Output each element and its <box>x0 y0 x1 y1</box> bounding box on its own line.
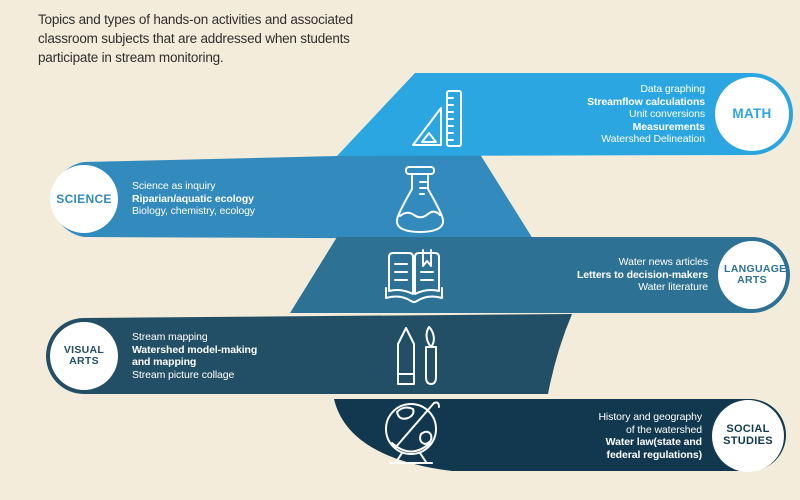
visual-arts-subject-label: VISUAL ARTS <box>63 343 105 367</box>
intro-caption: Topics and types of hands-on activities … <box>38 10 353 67</box>
intro-line-3: participate in stream monitoring. <box>38 50 224 65</box>
list-item: Water literature <box>638 281 708 294</box>
science-subject-badge: SCIENCE <box>50 165 118 233</box>
book-cover <box>385 287 443 303</box>
book-right-page <box>414 252 440 295</box>
flask-ticks <box>419 181 427 195</box>
language-arts-subject-badge: LANGUAGE ARTS <box>718 241 786 309</box>
list-item: Water news articles <box>618 256 708 268</box>
list-item: Science as inquiry <box>132 180 216 192</box>
math-bar-shape <box>337 73 793 156</box>
list-item: Measurements <box>632 120 705 133</box>
list-item: federal regulations) <box>606 448 703 461</box>
globe-cradle <box>391 442 431 453</box>
flask-liquid-wave <box>399 210 441 219</box>
set-square-hole <box>421 132 437 143</box>
list-item: Unit conversions <box>628 108 705 121</box>
flask-body <box>395 173 445 233</box>
list-item: Watershed Delineation <box>601 133 705 146</box>
brush-handle <box>425 346 437 385</box>
list-item: and mapping <box>132 356 197 369</box>
list-item: of the watershed <box>625 423 702 436</box>
social-studies-bar-shape <box>334 399 786 471</box>
list-item: Streamflow calculations <box>587 95 705 108</box>
list-item: Data graphing <box>640 83 705 95</box>
globe-sphere <box>385 403 437 455</box>
globe-legs <box>395 452 427 463</box>
globe-landmass-2 <box>419 430 433 445</box>
list-item: Watershed model-making <box>132 343 258 356</box>
science-subject-label: SCIENCE <box>56 191 112 206</box>
book-left-lines <box>394 263 408 281</box>
intro-line-1: Topics and types of hands-on activities … <box>38 12 353 27</box>
visual-arts-activities-list: Stream mapping Watershed model-making an… <box>132 331 352 381</box>
math-subject-label: MATH <box>732 105 772 121</box>
math-activities-list: Data graphing Streamflow calculations Un… <box>485 83 705 146</box>
pencil-outline <box>397 327 415 385</box>
ruler-ticks <box>446 97 454 141</box>
intro-line-2: classroom subjects that are addressed wh… <box>38 31 350 46</box>
language-arts-activities-list: Water news articles Letters to decision-… <box>488 256 708 294</box>
list-item: Letters to decision-makers <box>576 268 708 281</box>
book-left-page <box>388 252 414 295</box>
globe-landmass-1 <box>396 406 415 420</box>
set-square-outline <box>412 107 442 146</box>
list-item: Stream picture collage <box>132 368 235 381</box>
book-bookmark <box>422 249 432 267</box>
book-right-lines <box>420 271 434 281</box>
science-activities-list: Science as inquiry Riparian/aquatic ecol… <box>132 180 352 218</box>
language-arts-subject-label: LANGUAGE ARTS <box>724 262 787 286</box>
visual-arts-bar-shape <box>46 314 572 394</box>
set-square-ruler-icon <box>412 90 462 147</box>
flask-icon <box>395 166 445 233</box>
social-studies-subject-badge: SOCIAL STUDIES <box>712 400 784 472</box>
globe-axis <box>394 401 440 449</box>
visual-arts-subject-badge: VISUAL ARTS <box>50 322 118 390</box>
list-item: Biology, chemistry, ecology <box>132 205 255 218</box>
open-book-icon <box>385 249 443 303</box>
math-subject-badge: MATH <box>715 77 789 151</box>
list-item: Water law(state and <box>605 436 702 449</box>
social-studies-subject-label: SOCIAL STUDIES <box>723 423 773 447</box>
list-item: Riparian/aquatic ecology <box>132 192 254 205</box>
list-item: History and geography <box>598 411 702 423</box>
pencil-brush-icon <box>397 326 437 385</box>
globe-icon <box>385 401 440 464</box>
social-studies-activities-list: History and geography of the watershed W… <box>502 411 702 461</box>
list-item: Stream mapping <box>132 331 208 343</box>
flask-rim <box>405 166 435 175</box>
